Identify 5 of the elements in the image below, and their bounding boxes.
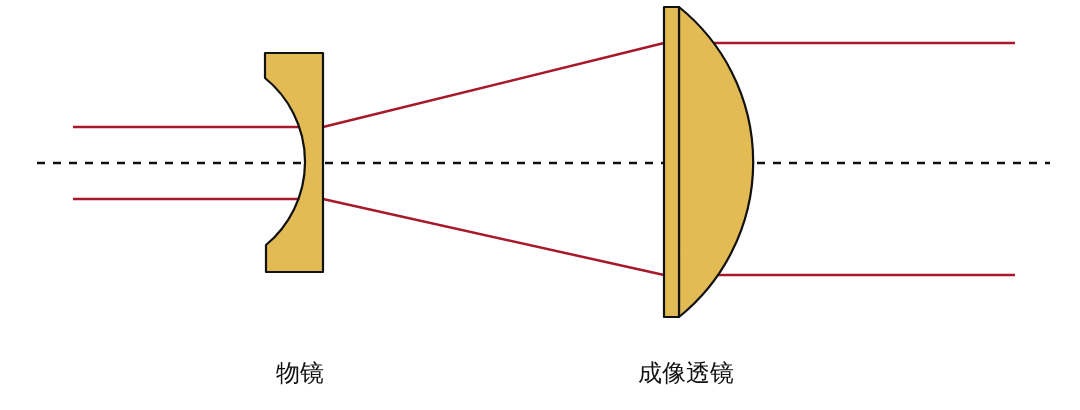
light-ray [718,273,1015,277]
light-ray [73,197,299,201]
lens-label: 成像透镜 [638,359,734,388]
light-ray [714,41,1015,45]
lens-label: 物镜 [276,359,324,388]
